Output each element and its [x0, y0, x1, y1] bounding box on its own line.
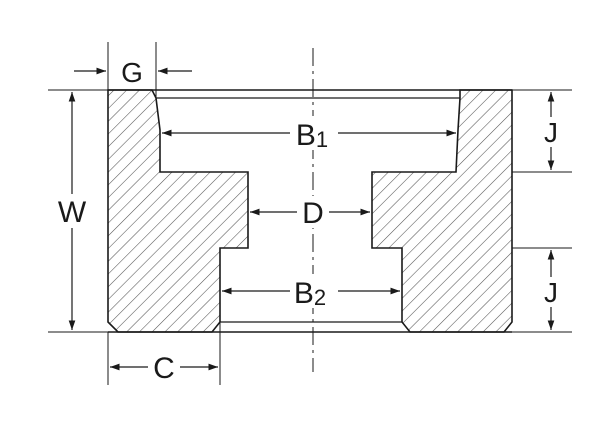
dimension-j-upper-label: J: [544, 117, 558, 148]
dimension-b2-subscript: 2: [314, 285, 326, 310]
dimension-c-label: C: [153, 352, 175, 385]
dimension-j-lower-label: J: [544, 277, 558, 308]
dimension-w-label: W: [58, 196, 87, 229]
dimension-g-label: G: [121, 57, 143, 88]
right-wall-section: [371, 89, 513, 333]
dimension-b1-label: B1: [296, 119, 328, 152]
dimension-b2-label: B2: [294, 277, 326, 310]
dimension-d-label: D: [302, 197, 324, 230]
dimension-b1-subscript: 1: [316, 127, 328, 152]
left-wall-section: [107, 89, 249, 333]
